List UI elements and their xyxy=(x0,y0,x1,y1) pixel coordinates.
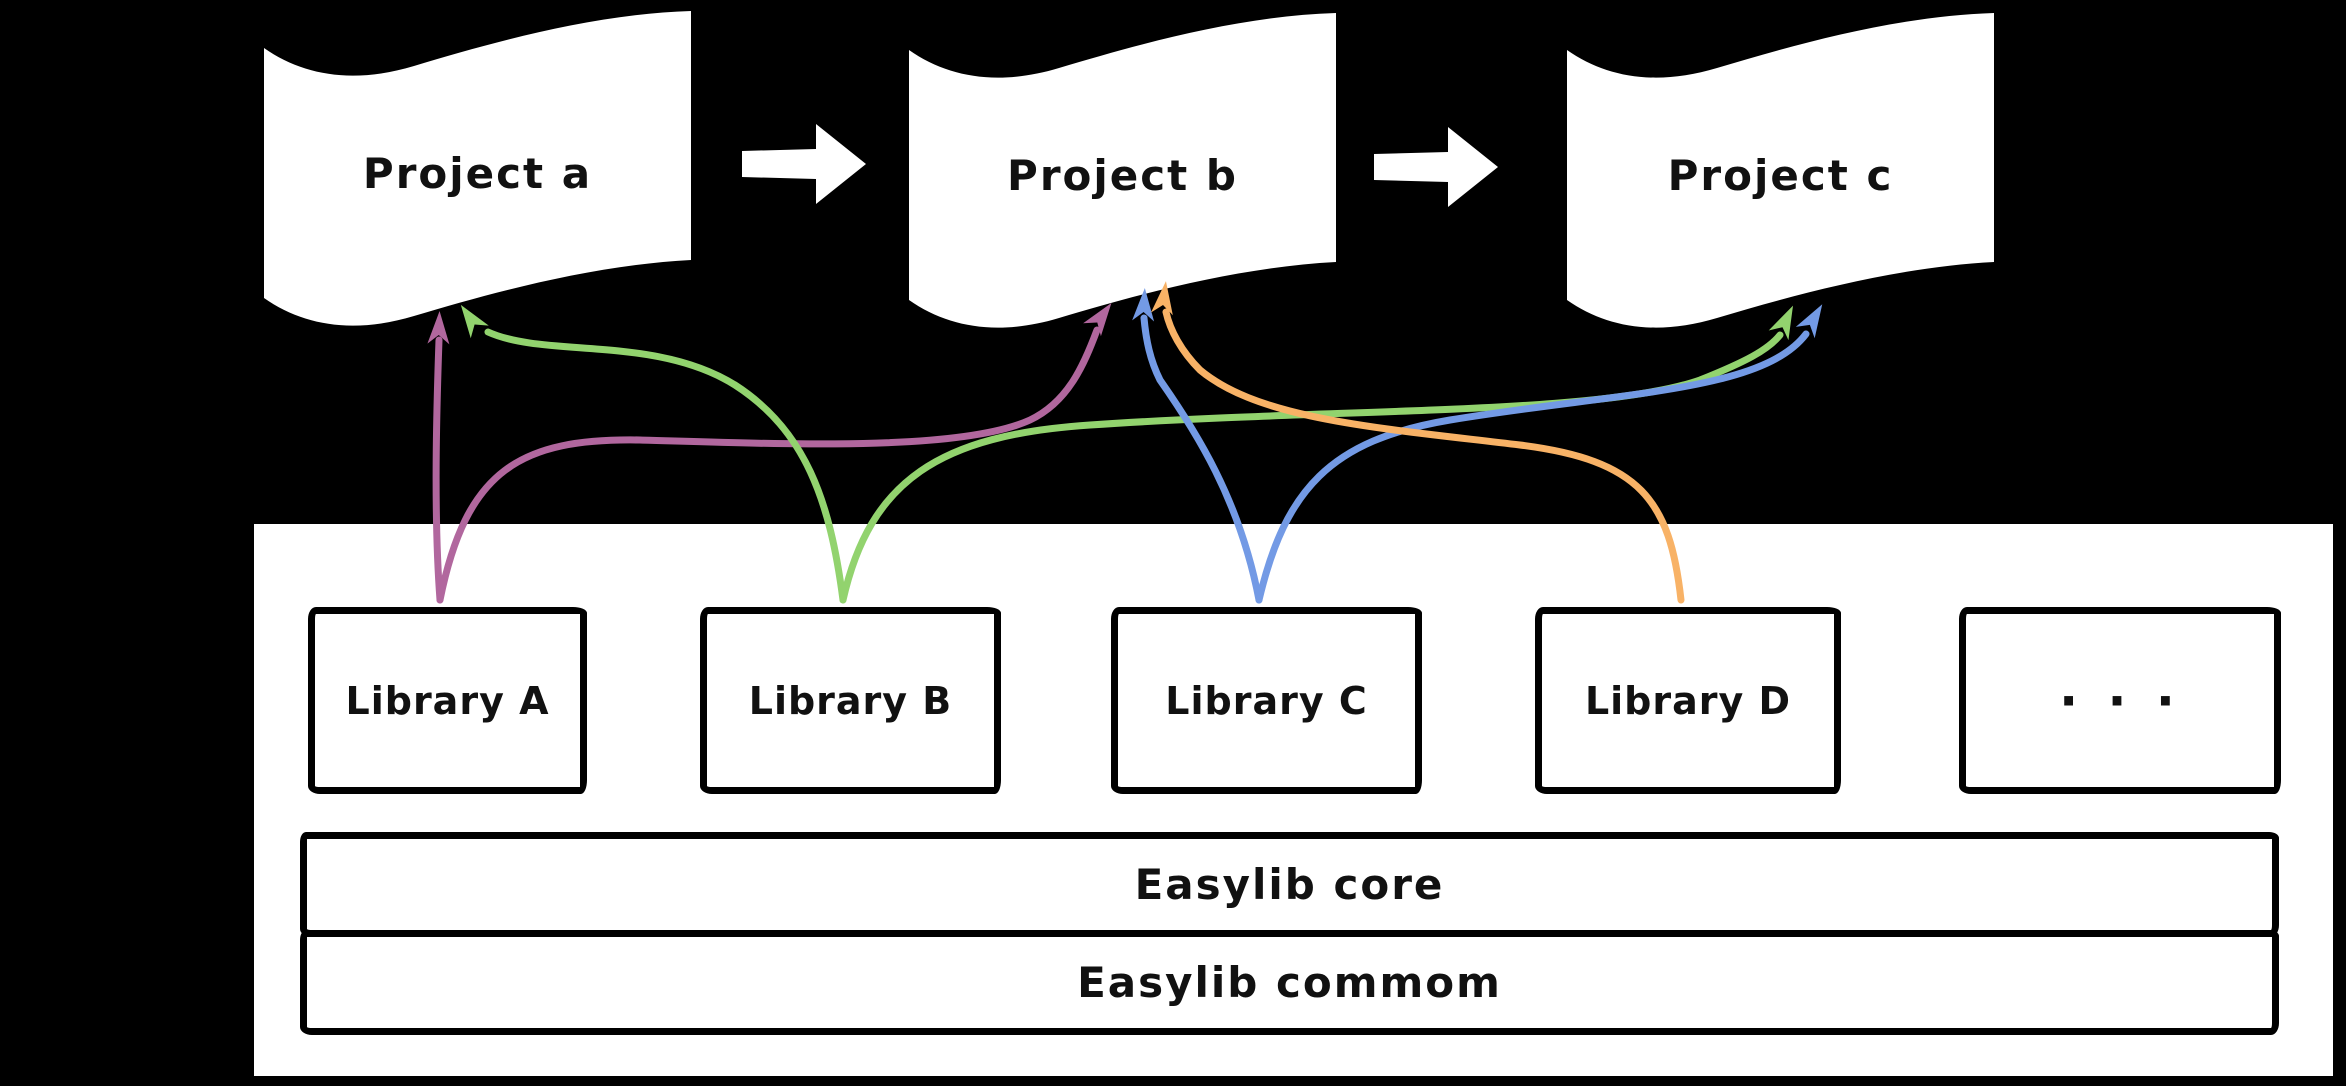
project-a-flag: Project a xyxy=(262,8,693,338)
right-block-arrow-icon xyxy=(742,124,866,204)
project-b-flag: Project b xyxy=(907,10,1338,340)
project-a-label: Project a xyxy=(362,148,593,198)
right-block-arrow-icon xyxy=(1374,127,1498,207)
flow-arrow-a-to-b xyxy=(740,120,868,208)
easylib-commom-label: Easylib commom xyxy=(1077,958,1502,1007)
library-ellipsis-label: · · · xyxy=(2059,671,2181,730)
library-a-box: Library A xyxy=(308,607,587,794)
project-b-label: Project b xyxy=(1007,150,1238,200)
library-b-label: Library B xyxy=(748,678,953,723)
library-d-label: Library D xyxy=(1584,678,1792,723)
library-c-box: Library C xyxy=(1111,607,1422,794)
wavy-flag-shape-icon xyxy=(264,11,691,326)
library-a-label: Library A xyxy=(345,678,550,723)
library-ellipsis-box: · · · xyxy=(1959,607,2281,794)
wavy-flag-shape-icon xyxy=(909,13,1336,328)
project-c-label: Project c xyxy=(1667,150,1894,200)
easylib-core-label: Easylib core xyxy=(1134,860,1445,909)
flow-arrow-b-to-c xyxy=(1372,123,1500,211)
library-b-box: Library B xyxy=(700,607,1001,794)
library-d-box: Library D xyxy=(1535,607,1841,794)
easylib-commom-bar: Easylib commom xyxy=(300,930,2279,1035)
easylib-platform-container: Library A Library B Library C Library D … xyxy=(247,517,2340,1083)
easylib-core-bar: Easylib core xyxy=(300,832,2279,937)
wavy-flag-shape-icon xyxy=(1567,13,1994,328)
library-c-label: Library C xyxy=(1165,678,1368,723)
project-c-flag: Project c xyxy=(1565,10,1996,340)
